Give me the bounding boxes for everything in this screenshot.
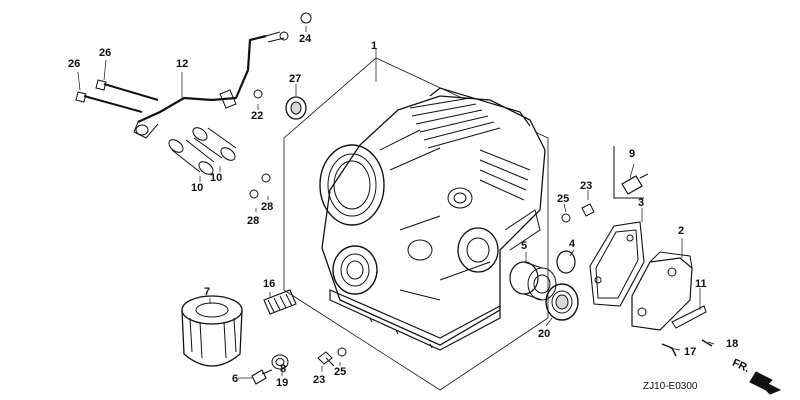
callout-16: 16	[263, 278, 276, 290]
bearing	[509, 261, 557, 301]
oil-seal	[545, 283, 579, 321]
callout-23-right: 23	[580, 180, 593, 192]
breather-cover	[631, 251, 693, 331]
callout-25-lower: 25	[334, 366, 347, 378]
callout-10a: 10	[191, 182, 204, 194]
o-ring	[556, 250, 576, 274]
washer-28a	[249, 189, 259, 199]
callout-3: 3	[638, 197, 645, 209]
callout-25-right: 25	[557, 193, 570, 205]
long-bolt-1	[83, 95, 143, 113]
oil-pipe	[133, 31, 289, 139]
assembly-outline	[283, 57, 549, 391]
clip	[671, 305, 707, 329]
bolt-17	[661, 343, 677, 357]
callout-26-right: 26	[99, 47, 112, 59]
callout-6: 6	[232, 373, 239, 385]
callout-23-lower: 23	[313, 374, 326, 386]
callout-9: 9	[629, 148, 636, 160]
callout-27: 27	[289, 73, 302, 85]
small-seal	[285, 96, 307, 120]
callout-2: 2	[678, 225, 685, 237]
callout-11: 11	[695, 278, 707, 290]
callout-26-left: 26	[68, 58, 81, 70]
callout-20: 20	[538, 328, 551, 340]
crankcase-block	[319, 87, 546, 351]
front-arrow	[749, 371, 782, 395]
callout-12: 12	[176, 58, 189, 70]
callout-4: 4	[569, 238, 576, 250]
callout-5: 5	[521, 240, 528, 252]
callout-19: 19	[276, 377, 289, 389]
callout-8: 8	[280, 363, 287, 375]
right-bolt	[561, 203, 595, 223]
leader-lines	[77, 26, 715, 379]
gasket	[589, 221, 645, 307]
callout-7: 7	[204, 286, 211, 298]
dowel-pins	[168, 127, 237, 175]
bolt-18	[701, 339, 713, 347]
callout-24: 24	[299, 33, 312, 45]
diagram-code: ZJ10-E0300	[643, 381, 698, 392]
washer-24	[300, 12, 312, 24]
callout-17: 17	[684, 346, 697, 358]
callout-28-right: 28	[261, 201, 274, 213]
filter-stud	[263, 289, 297, 315]
long-bolt-2	[103, 83, 159, 101]
lower-bolt	[317, 347, 347, 367]
washer-22	[253, 89, 263, 99]
callout-22: 22	[251, 110, 264, 122]
callout-28-left: 28	[247, 215, 260, 227]
oil-filter	[181, 295, 243, 367]
callout-10b: 10	[210, 172, 223, 184]
callout-1: 1	[371, 40, 378, 52]
washer-28b	[261, 173, 271, 183]
oil-sensor	[613, 146, 649, 199]
drain-bolt	[251, 354, 289, 385]
callout-18: 18	[726, 338, 739, 350]
